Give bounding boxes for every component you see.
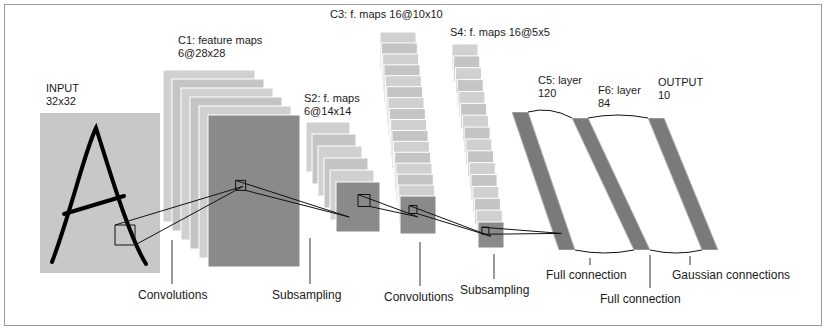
operation-label: Full connection — [600, 292, 681, 306]
tick-line — [494, 254, 495, 279]
layer-heading: INPUT 32x32 — [46, 82, 91, 108]
input-plane — [40, 113, 160, 273]
input-glyph-bar — [64, 196, 124, 214]
tick-line — [650, 255, 651, 288]
tick-line — [172, 240, 173, 284]
layer-node: F6: layer 84 — [572, 118, 650, 250]
tick-line — [420, 242, 421, 286]
unit-band — [512, 112, 575, 250]
tick-line — [590, 258, 591, 265]
front-map — [478, 222, 504, 248]
feature-maps — [163, 70, 300, 267]
operation-label: Convolutions — [138, 288, 207, 302]
connection-lines — [409, 206, 491, 237]
unit-band — [648, 118, 718, 250]
operation-label: Subsampling — [460, 283, 529, 297]
connection-lines — [115, 186, 243, 245]
layer-node: C1: feature maps 6@28x28 — [163, 70, 300, 267]
layer-heading: S4: f. maps 16@5x5 — [450, 26, 560, 39]
operation-label: Subsampling — [272, 288, 341, 302]
connection-lines — [482, 227, 562, 234]
operation-label: Gaussian connections — [672, 268, 790, 282]
tick-line — [690, 256, 691, 265]
layer-node: C3: f. maps 16@10x10 — [380, 32, 436, 234]
operation-label: Full connection — [546, 268, 627, 282]
layer-heading: C5: layer 120 — [538, 74, 594, 100]
layer-band — [572, 118, 650, 250]
figure-frame — [5, 5, 822, 326]
input-glyph — [52, 128, 146, 264]
feature-maps — [452, 44, 504, 248]
layer-band — [512, 112, 575, 250]
layer-heading: S2: f. maps 6@14x14 — [304, 92, 376, 118]
layer-band — [648, 118, 718, 250]
connection-lines — [528, 110, 634, 253]
operation-label: Convolutions — [384, 290, 453, 304]
layer-heading: C1: feature maps 6@28x28 — [178, 34, 278, 60]
connection-lines — [588, 115, 702, 253]
layer-heading: OUTPUT 10 — [658, 76, 708, 102]
front-map — [400, 196, 436, 234]
layer-node: S4: f. maps 16@5x5 — [452, 44, 504, 248]
feature-maps — [380, 32, 436, 234]
connection-lines — [236, 180, 350, 217]
layer-node: C5: layer 120 — [512, 112, 575, 250]
tick-line — [310, 238, 311, 284]
connector-group — [115, 110, 702, 253]
unit-band — [572, 118, 650, 250]
layer-heading: F6: layer 84 — [598, 84, 654, 110]
layer-heading: C3: f. maps 16@10x10 — [330, 8, 460, 21]
layer-node: OUTPUT 10 — [648, 118, 718, 250]
front-map — [208, 115, 300, 267]
